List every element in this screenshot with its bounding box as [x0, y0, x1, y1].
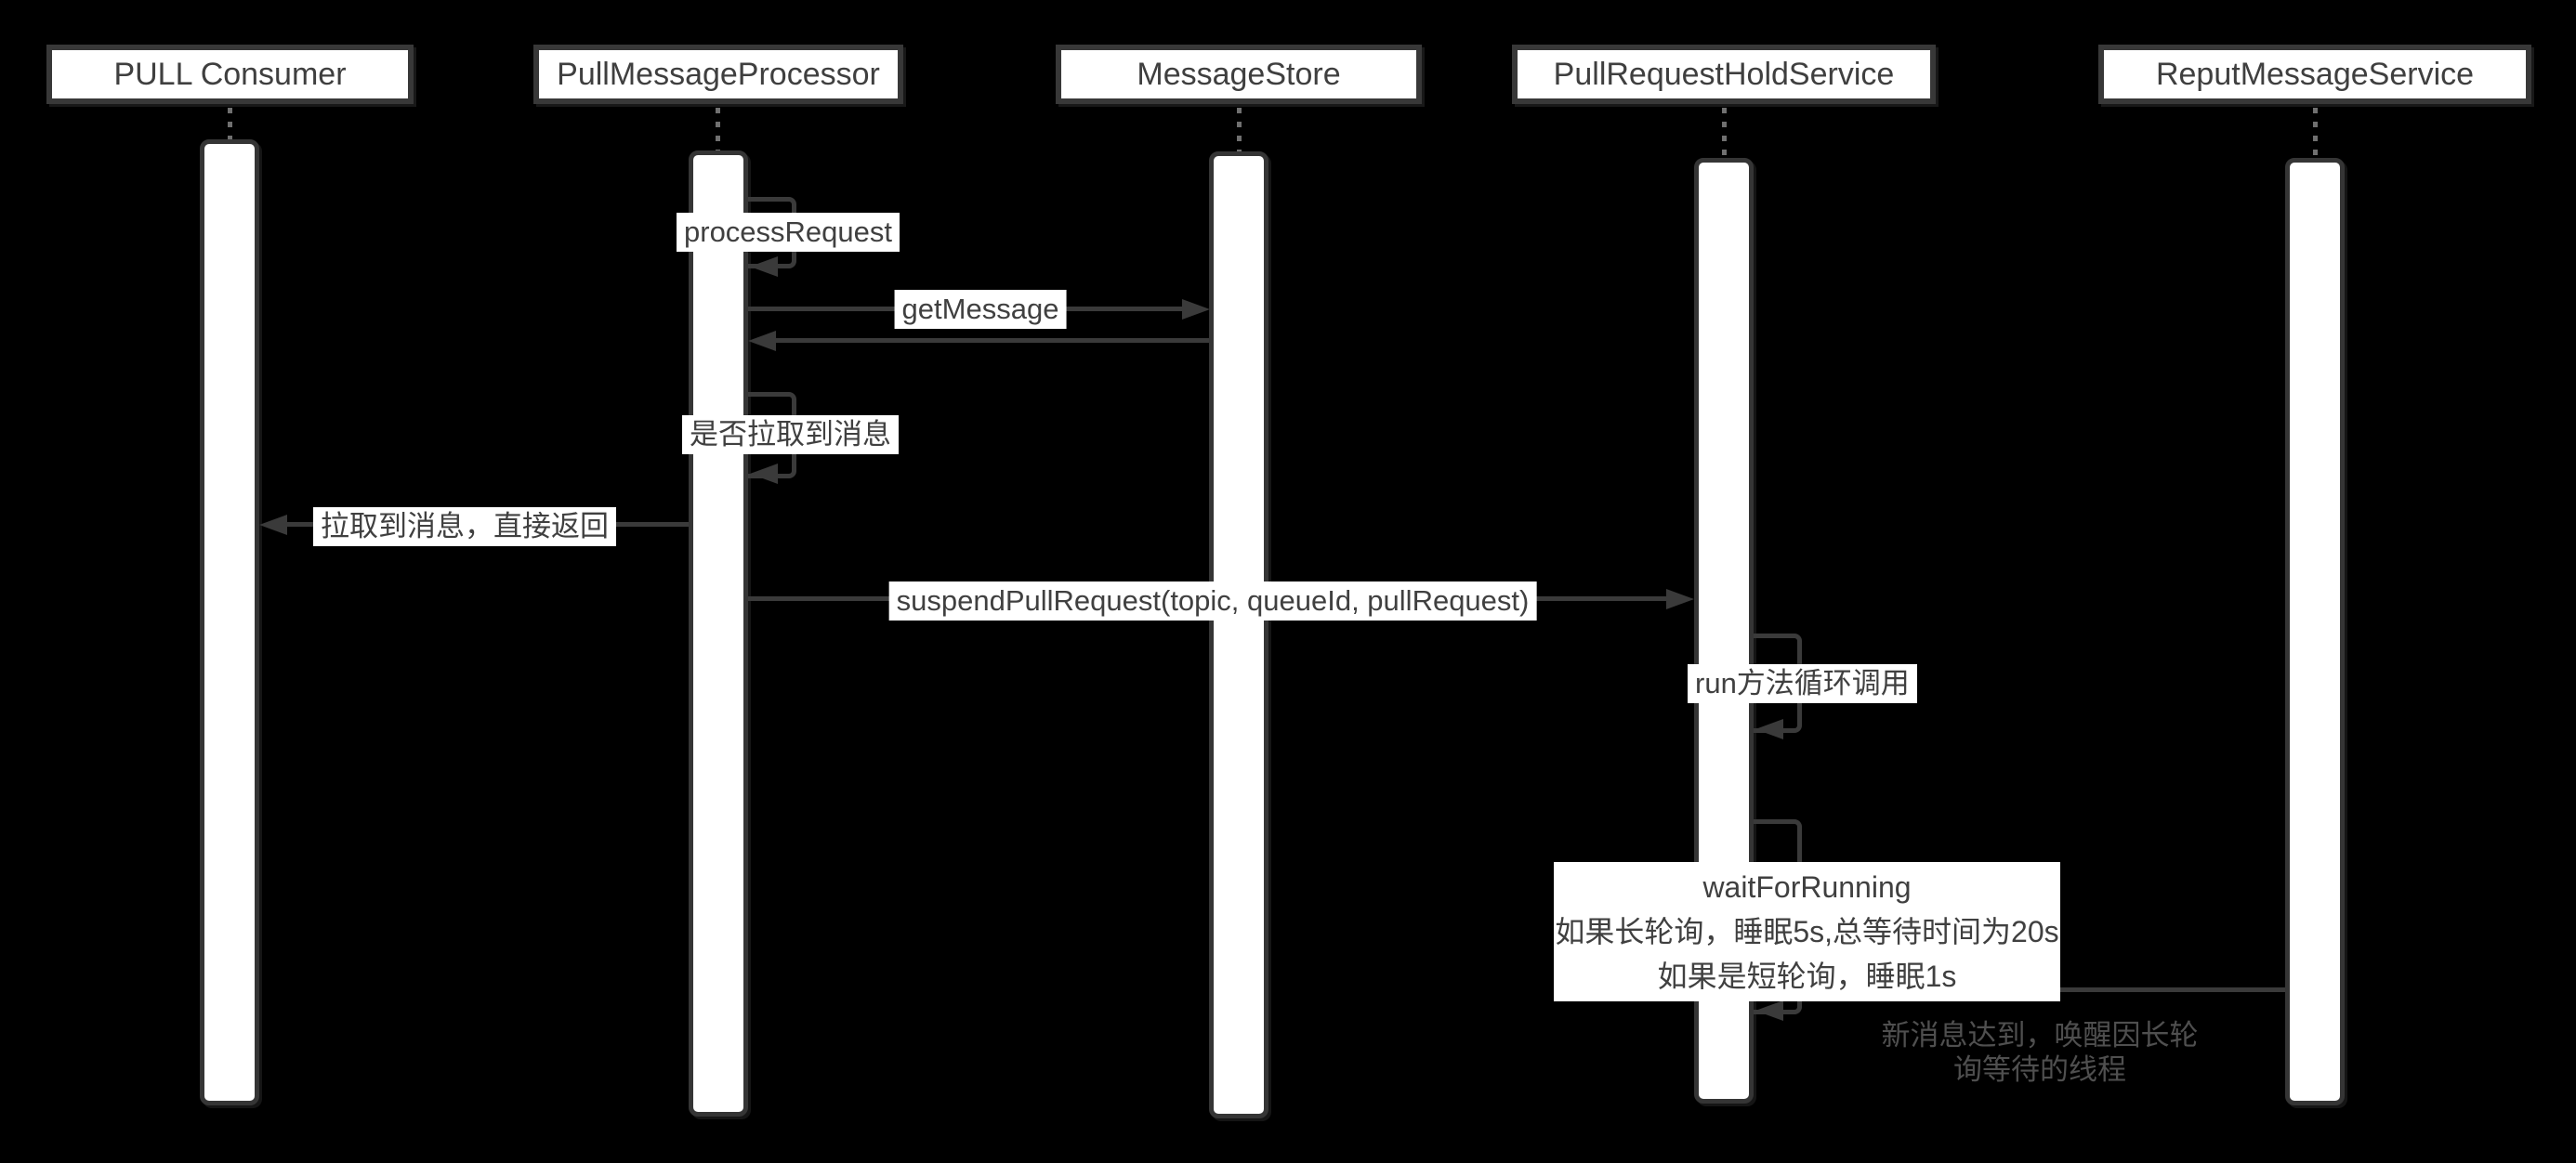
arrowhead-left [750, 256, 778, 277]
message-line-return [776, 338, 1209, 343]
arrowhead-right [1182, 299, 1210, 320]
note-wait-for-running: waitForRunning 如果长轮询，睡眠5s,总等待时间为20s 如果是短… [1554, 862, 2060, 1001]
arrowhead-left [1755, 1000, 1783, 1021]
lifeline-reput-message-service [2313, 108, 2318, 158]
note-line: 如果长轮询，睡眠5s,总等待时间为20s [1555, 915, 2059, 948]
lifeline-pull-request-hold-service [1722, 108, 1727, 158]
annotation-line: 询等待的线程 [1953, 1053, 2126, 1086]
actor-box-reput-message-service: ReputMessageService [2098, 45, 2531, 104]
lifeline-pull-consumer [228, 108, 232, 139]
actor-label: MessageStore [1137, 56, 1341, 92]
annotation-line: 新消息达到，唤醒因长轮 [1881, 1019, 2199, 1052]
actor-label: PullMessageProcessor [557, 56, 880, 92]
message-label-pulled-return: 拉取到消息，直接返回 [313, 507, 616, 546]
note-line: waitForRunning [1702, 870, 1912, 904]
arrowhead-left [1755, 719, 1783, 739]
annotation-wake-note: 新消息达到，唤醒因长轮 询等待的线程 [1882, 1018, 2199, 1087]
actor-label: PullRequestHoldService [1553, 56, 1895, 92]
activation-bar-reput-message-service [2285, 158, 2345, 1105]
activation-bar-pull-message-processor [689, 150, 748, 1117]
note-line: 如果是短轮询，睡眠1s [1657, 960, 1957, 993]
message-label-pulled-check: 是否拉取到消息 [682, 415, 899, 454]
message-label-get-message: getMessage [894, 290, 1067, 329]
arrowhead-right [1666, 589, 1694, 609]
activation-bar-pull-consumer [200, 139, 259, 1105]
message-label-process-request: processRequest [677, 213, 900, 252]
message-label-suspend: suspendPullRequest(topic, queueId, pullR… [888, 582, 1537, 621]
actor-label: PULL Consumer [113, 56, 347, 92]
lifeline-pull-message-processor [716, 108, 720, 150]
activation-bar-message-store [1209, 151, 1268, 1118]
actor-box-pull-consumer: PULL Consumer [46, 45, 414, 104]
lifeline-message-store [1237, 108, 1242, 151]
message-label-run-loop: run方法循环调用 [1688, 664, 1917, 703]
arrowhead-left [750, 464, 778, 484]
actor-box-pull-request-hold-service: PullRequestHoldService [1512, 45, 1936, 104]
arrowhead-left [259, 515, 287, 535]
actor-box-pull-message-processor: PullMessageProcessor [533, 45, 903, 104]
arrowhead-left [748, 331, 776, 351]
actor-label: ReputMessageService [2155, 56, 2475, 92]
actor-box-message-store: MessageStore [1056, 45, 1422, 104]
